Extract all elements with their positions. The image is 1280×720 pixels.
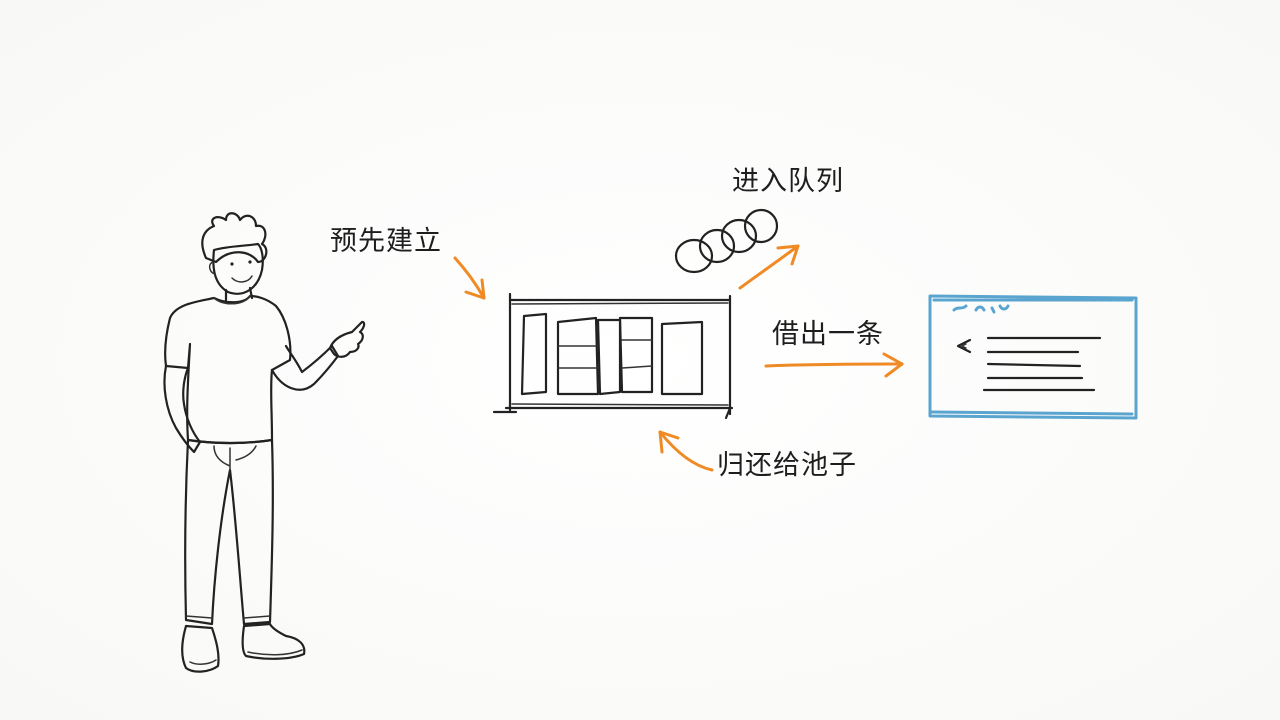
app-window-icon bbox=[928, 294, 1138, 420]
label-borrow: 借出一条 bbox=[772, 319, 884, 350]
label-prebuild: 预先建立 bbox=[330, 226, 442, 257]
arrow-borrow bbox=[764, 352, 904, 378]
label-enqueue: 进入队列 bbox=[732, 166, 844, 197]
queue-circles-icon bbox=[674, 208, 779, 274]
arrow-enqueue bbox=[738, 244, 800, 290]
person-pointing-icon bbox=[163, 212, 366, 673]
arrow-prebuild bbox=[453, 256, 486, 300]
label-return: 归还给池子 bbox=[717, 450, 857, 481]
arrow-return bbox=[658, 430, 714, 472]
connection-pool-icon bbox=[492, 292, 734, 420]
